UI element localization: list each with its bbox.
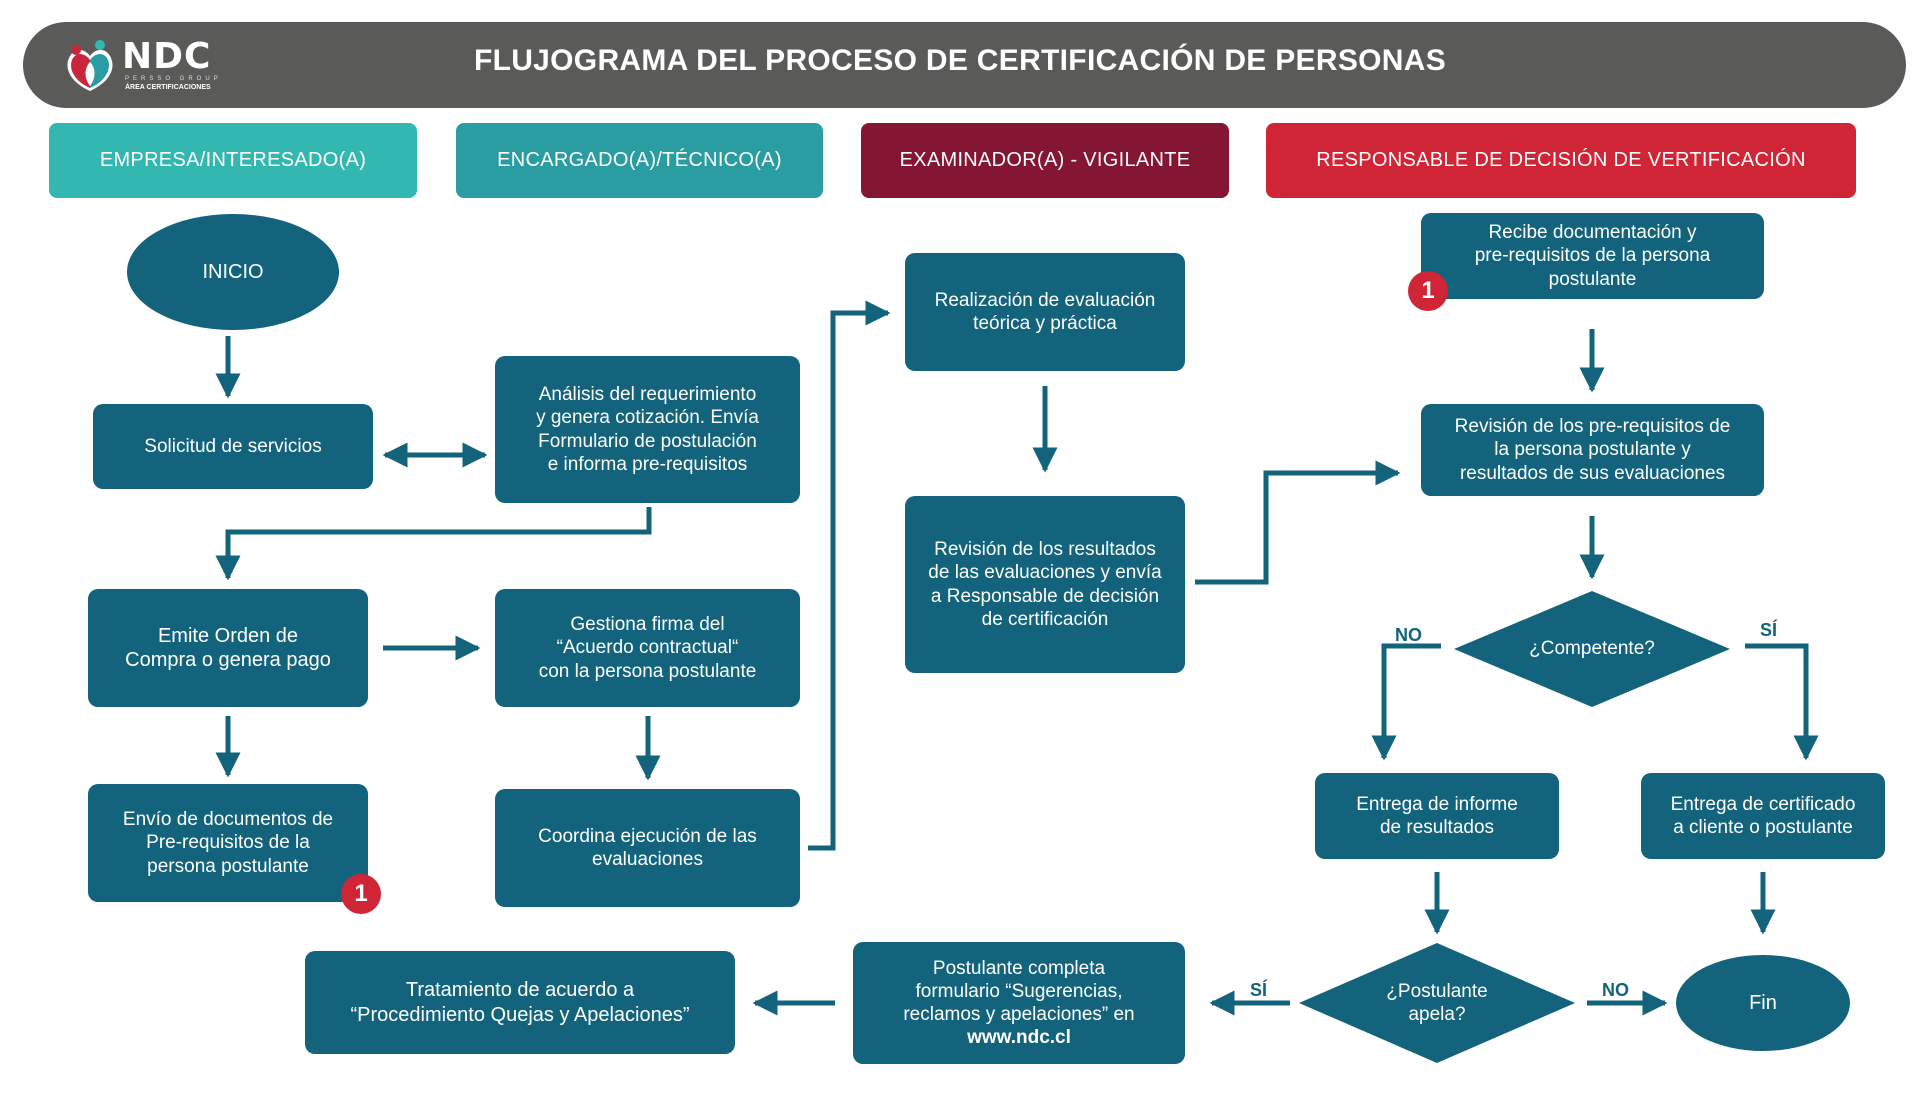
step-revision-prereq: Revisión de los pre-requisitos de la per… (1421, 404, 1764, 496)
branch-si-apela: SÍ (1250, 980, 1268, 1000)
logo-area: ÁREA CERTIFICACIONES (125, 84, 211, 91)
arrow-analisis-emite (215, 507, 652, 581)
decision-competente-label: ¿Competente? (1529, 638, 1655, 659)
arrow-competente-si (1745, 643, 1819, 761)
step-analisis: Análisis del requerimiento y genera coti… (495, 356, 800, 503)
branch-no-apela: NO (1602, 980, 1629, 1000)
logo-group: PERSSO GROUP (125, 76, 222, 82)
decision-competente (1454, 591, 1730, 707)
step-envio: Envío de documentos de Pre-requisitos de… (88, 784, 368, 902)
step-emite: Emite Orden de Compra o genera pago (88, 589, 368, 707)
step-realizacion: Realización de evaluación teórica y prác… (905, 253, 1185, 371)
branch-no-competente: NO (1395, 625, 1422, 645)
ndc-website-link[interactable]: www.ndc.cl (967, 1027, 1071, 1049)
step-entrega-certificado: Entrega de certificado a cliente o postu… (1641, 773, 1885, 859)
page-title: FLUJOGRAMA DEL PROCESO DE CERTIFICACIÓN … (473, 44, 1447, 77)
decision-apela-label: ¿Postulante apela? (1386, 981, 1488, 1026)
lane-empresa: EMPRESA/INTERESADO(A) (49, 123, 417, 198)
branch-si-competente: SÍ (1760, 620, 1778, 640)
step-entrega-informe: Entrega de informe de resultados (1315, 773, 1559, 859)
lane-examinador: EXAMINADOR(A) - VIGILANTE (861, 123, 1229, 198)
arrow-competente-no (1371, 643, 1441, 761)
header-bar (23, 22, 1906, 108)
step-solicitud: Solicitud de servicios (93, 404, 373, 489)
step-gestiona: Gestiona firma del “Acuerdo contractual“… (495, 589, 800, 707)
lane-encargado: ENCARGADO(A)/TÉCNICO(A) (456, 123, 823, 198)
step-revision-resultados: Revisión de los resultados de las evalua… (905, 496, 1185, 673)
step-postulante-completa: Postulante completa formulario “Sugerenc… (853, 942, 1185, 1064)
connector-badge-1: 1 (341, 874, 381, 914)
step-recibe: Recibe documentación y pre-requisitos de… (1421, 213, 1764, 299)
ndc-people-logo-icon (67, 40, 113, 91)
step-coordina: Coordina ejecución de las evaluaciones (495, 789, 800, 907)
arrow-coordina-realizacion (808, 300, 891, 851)
arrow-revision-prereq (1195, 460, 1401, 585)
lane-responsable: RESPONSABLE DE DECISIÓN DE VERTIFICACIÓN (1266, 123, 1856, 198)
start-node: INICIO (127, 214, 339, 330)
end-node: Fin (1676, 955, 1850, 1051)
step-tratamiento: Tratamiento de acuerdo a “Procedimiento … (305, 951, 735, 1054)
logo-name: NDC (122, 36, 212, 77)
connector-badge-1: 1 (1408, 271, 1448, 311)
postulante-completa-text: Postulante completa formulario “Sugerenc… (903, 957, 1135, 1025)
decision-apela (1299, 943, 1575, 1063)
